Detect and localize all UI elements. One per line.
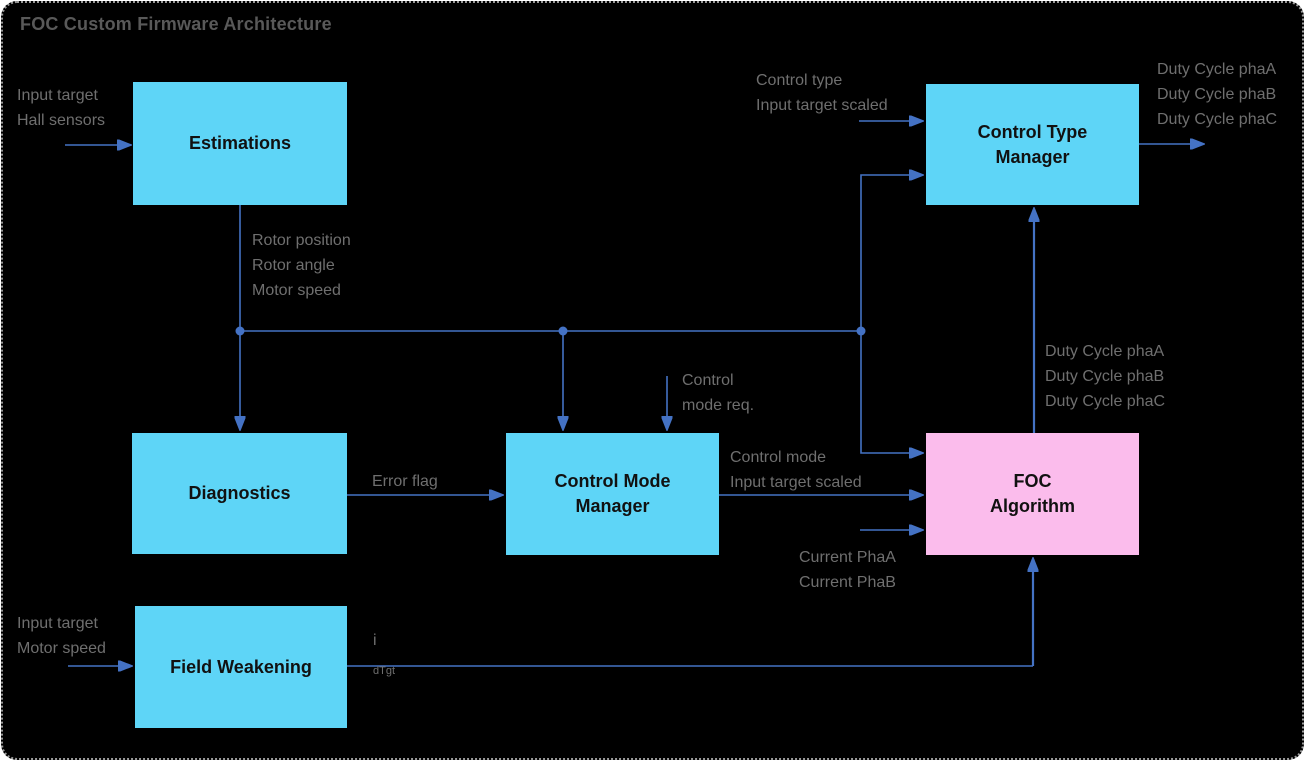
label-error-flag: Error flag bbox=[372, 473, 438, 490]
block-label: Algorithm bbox=[990, 496, 1075, 516]
label-estimations-outputs: Rotor position Rotor angle Motor speed bbox=[252, 232, 351, 299]
block-control-mode-manager: Control Mode Manager bbox=[506, 433, 719, 555]
junction-dot bbox=[558, 326, 568, 336]
label-duty-cycle-outputs: Duty Cycle phaA Duty Cycle phaB Duty Cyc… bbox=[1157, 61, 1278, 128]
block-field-weakening: Field Weakening bbox=[135, 606, 347, 728]
label-field-weakening-inputs: Input target Motor speed bbox=[17, 615, 106, 657]
block-label: Control Type bbox=[977, 121, 1088, 142]
arrow-bus-to-foc-algorithm bbox=[860, 331, 922, 453]
block-estimations: Estimations bbox=[133, 82, 347, 205]
label-control-type-inputs: Control type Input target scaled bbox=[756, 72, 888, 114]
block-label: FOC bbox=[1013, 471, 1052, 491]
block-label: Manager bbox=[995, 146, 1070, 167]
junction-dot bbox=[856, 326, 866, 336]
label-current-inputs: Current PhaA Current PhaB bbox=[799, 549, 896, 591]
arrow-bus-to-control-type-manager bbox=[860, 175, 922, 331]
junction-dot bbox=[235, 326, 245, 336]
label-estimations-inputs: Input target Hall sensors bbox=[17, 87, 106, 129]
block-label: Manager bbox=[575, 496, 650, 516]
label-foc-duty-outputs: Duty Cycle phaA Duty Cycle phaB Duty Cyc… bbox=[1045, 343, 1166, 410]
label-control-mode-outputs: Control mode Input target scaled bbox=[730, 449, 862, 491]
block-label: Control Mode bbox=[554, 471, 671, 491]
block-foc-algorithm: FOC Algorithm bbox=[926, 433, 1139, 555]
block-label: Field Weakening bbox=[170, 656, 312, 677]
page-title: FOC Custom Firmware Architecture bbox=[20, 14, 332, 34]
label-control-mode-request: Control mode req. bbox=[682, 372, 755, 414]
block-label: Estimations bbox=[188, 133, 292, 153]
block-diagnostics: Diagnostics bbox=[132, 433, 347, 554]
block-label: Diagnostics bbox=[188, 483, 291, 503]
block-control-type-manager: Control Type Manager bbox=[926, 84, 1139, 205]
